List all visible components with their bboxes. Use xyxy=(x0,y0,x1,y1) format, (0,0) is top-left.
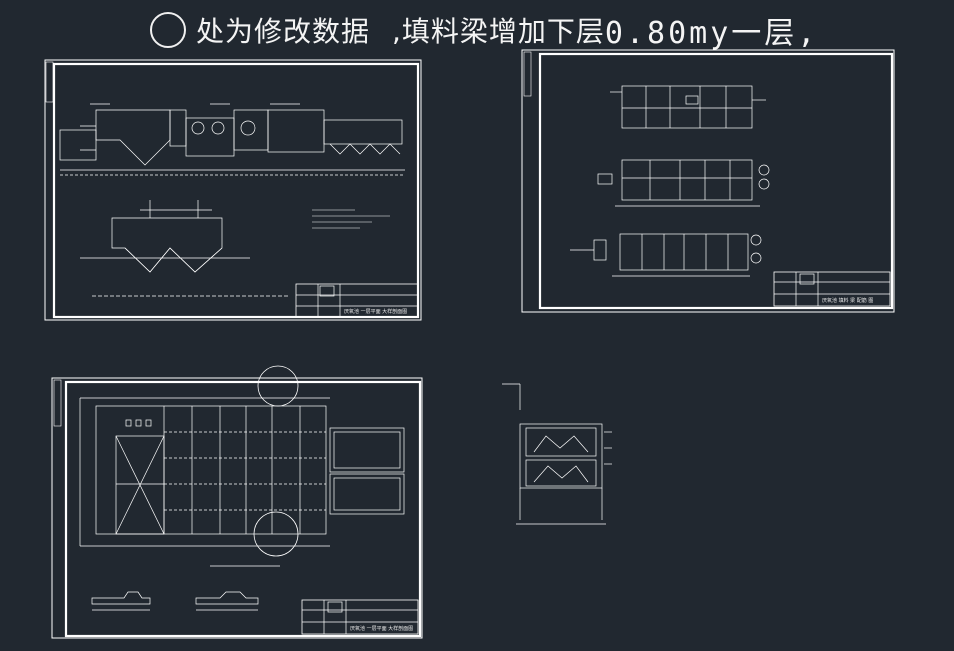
title-block-text: 厌氧池 一层平面 大样剖面图 xyxy=(350,625,413,632)
sheet-bottom-left[interactable]: 厌氧池 一层平面 大样剖面图 xyxy=(51,365,423,639)
sheet-top-left[interactable]: 厌氧池 一层平面 大样剖面图 xyxy=(44,59,422,321)
revision-note-text-2: ,填料梁增加下层 xyxy=(392,15,605,48)
revision-circle-icon xyxy=(150,12,186,48)
detail-bottom-right[interactable] xyxy=(502,383,612,525)
title-block-text: 厌氧池 一层平面 大样剖面图 xyxy=(344,308,407,315)
sheet-top-right[interactable]: 厌氧池 填料 梁 配筋 图 xyxy=(521,49,895,313)
revision-note: 处为修改数据 ,填料梁增加下层 0.80my一层, xyxy=(150,10,819,51)
title-block-text: 厌氧池 填料 梁 配筋 图 xyxy=(822,297,873,304)
revision-note-text-1: 处为修改数据 xyxy=(196,15,371,48)
revision-note-text-3: 0.80my一层, xyxy=(604,16,819,51)
